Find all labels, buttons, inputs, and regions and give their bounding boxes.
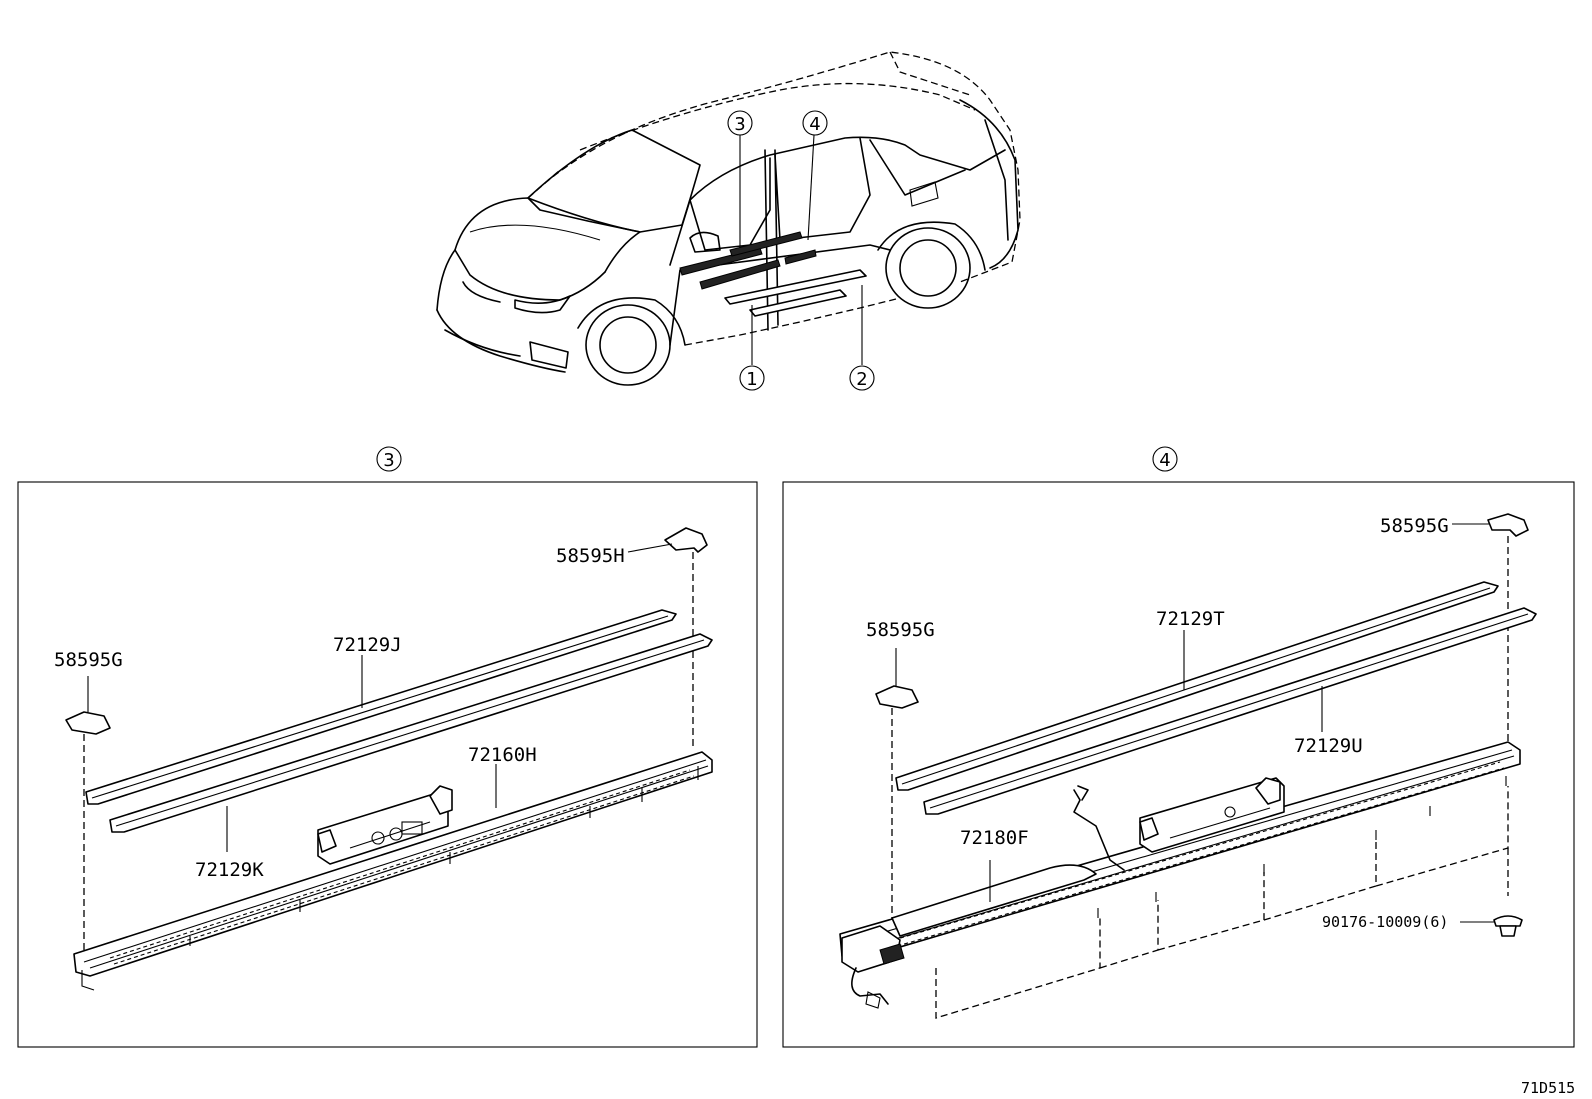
label-72129T: 72129T (1156, 608, 1225, 630)
label-90176: 90176-10009(6) (1322, 913, 1448, 931)
label-72129U: 72129U (1294, 735, 1363, 757)
callout-3: 3 (734, 114, 745, 135)
callout-2: 2 (856, 369, 867, 390)
label-72180F: 72180F (960, 827, 1029, 849)
label-58595G-left-right: 58595G (866, 619, 935, 641)
vehicle-illustration: 3 4 1 2 (436, 51, 1021, 391)
label-72129K: 72129K (195, 859, 264, 881)
panel-right-frame (782, 481, 1575, 1048)
clip-58595H (664, 527, 708, 553)
panel-right: 4 58595G 58595G 72129T 72129U (782, 446, 1575, 1048)
label-72160H: 72160H (468, 744, 537, 766)
label-72129J: 72129J (333, 634, 402, 656)
clip-58595G-left-right (875, 685, 919, 709)
panel-left-heading: 3 (383, 450, 394, 471)
label-58595G-left: 58595G (54, 649, 123, 671)
panel-right-heading: 4 (1159, 450, 1170, 471)
clip-58595G-top (1487, 513, 1529, 537)
panel-left-frame (17, 481, 758, 1048)
rail-72160H (73, 751, 713, 991)
bolt-90176 (1493, 915, 1523, 927)
clip-58595G-left (65, 711, 111, 735)
label-58595G-top: 58595G (1380, 515, 1449, 537)
panel-left: 3 58595H 58595G 72129J 72129K (17, 446, 758, 1048)
rail-72180F (839, 741, 1521, 1009)
callout-1: 1 (746, 369, 757, 390)
diagram-code: 71D515 (1521, 1079, 1575, 1097)
callout-4: 4 (809, 114, 820, 135)
label-58595H: 58595H (556, 545, 625, 567)
